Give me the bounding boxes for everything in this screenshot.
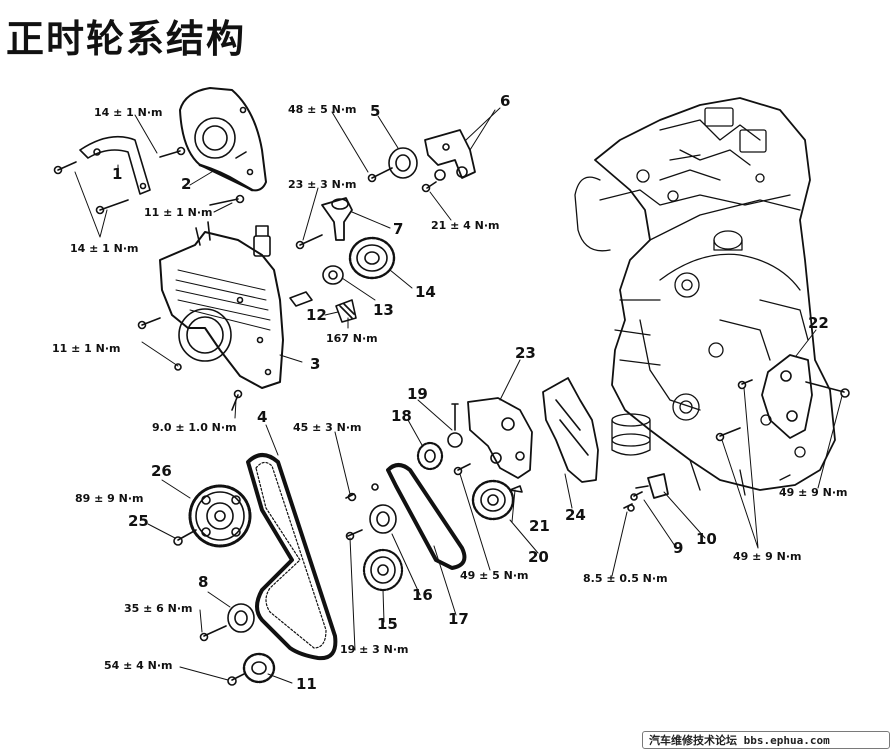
torque-label: 45 ± 3 N·m: [293, 421, 362, 434]
part-number: 6: [500, 92, 511, 110]
bolt-49-5: [457, 463, 471, 471]
bolt-12: [289, 291, 313, 307]
part-5-idler: [388, 147, 418, 179]
part-number: 1: [112, 165, 123, 183]
part-number: 16: [412, 586, 433, 604]
torque-label: 48 ± 5 N·m: [288, 103, 357, 116]
part-16-idler: [369, 504, 397, 534]
part-14-sprocket: [348, 236, 396, 280]
part-number: 7: [393, 220, 404, 238]
part-number: 13: [373, 301, 394, 319]
part-number: 5: [370, 102, 381, 120]
part-6-tensioner-bracket: [424, 109, 496, 181]
part-13-washer: [322, 265, 344, 285]
torque-label: 167 N·m: [326, 332, 378, 345]
part-number: 25: [128, 512, 149, 530]
part-10-sensor: [635, 473, 669, 499]
torque-label: 49 ± 5 N·m: [460, 569, 529, 582]
bolt-35: [203, 625, 227, 637]
watermark-banner: 汽车维修技术论坛 bbs.ephua.com: [642, 731, 890, 749]
torque-label: 89 ± 9 N·m: [75, 492, 144, 505]
bolt-54: [231, 673, 245, 681]
torque-label: 11 ± 1 N·m: [144, 206, 213, 219]
torque-label: 35 ± 6 N·m: [124, 602, 193, 615]
part-21-key: [509, 485, 523, 493]
part-number: 3: [310, 355, 321, 373]
torque-label: 11 ± 1 N·m: [52, 342, 121, 355]
leader-11-b: [141, 341, 179, 367]
torque-label: 49 ± 9 N·m: [733, 550, 802, 563]
part-number: 2: [181, 175, 192, 193]
part-18-sprocket: [416, 441, 444, 471]
part-17-balancer-belt: [386, 463, 467, 570]
leader-lines: [74, 107, 843, 684]
part-number: 26: [151, 462, 172, 480]
part-1-bracket: [79, 135, 151, 195]
bolts-part-1: [53, 146, 186, 215]
part-number: 10: [696, 530, 717, 548]
part-2-upper-cover: [179, 87, 267, 192]
part-8-idler: [227, 603, 255, 633]
part-number: 9: [673, 539, 684, 557]
bolt-21-4: [426, 181, 437, 189]
part-22-mount: [761, 354, 813, 439]
part-number: 21: [529, 517, 550, 535]
bolt-19-3: [347, 529, 363, 537]
bolt-45: [345, 493, 355, 499]
part-number: 24: [565, 506, 586, 524]
torque-label: 54 ± 4 N·m: [104, 659, 173, 672]
part-3-lower-cover: [159, 221, 284, 389]
bolt-22: [805, 381, 845, 393]
torque-label: 21 ± 4 N·m: [431, 219, 500, 232]
page-title: 正时轮系结构: [6, 17, 247, 61]
part-number: 12: [306, 306, 327, 324]
torque-label: 14 ± 1 N·m: [70, 242, 139, 255]
part-24-plate: [542, 377, 599, 483]
torque-label: 8.5 ± 0.5 N·m: [583, 572, 668, 585]
bolt-49-9-b: [741, 379, 753, 385]
part-number: 17: [448, 610, 469, 628]
part-number: 11: [296, 675, 317, 693]
part-19-spacer: [447, 403, 463, 448]
part-number: 4: [257, 408, 268, 426]
bolt-11-a: [209, 198, 239, 206]
part-26-cam-gear: [188, 484, 252, 548]
torque-label: 23 ± 3 N·m: [288, 178, 357, 191]
part-number: 19: [407, 385, 428, 403]
part-number: 23: [515, 344, 536, 362]
part-4-timing-belt: [246, 453, 338, 661]
part-20-sprocket: [471, 479, 515, 521]
washer-small: [371, 483, 379, 491]
part-7-tensioner: [321, 197, 353, 241]
part-11-crank-sprocket: [242, 652, 276, 684]
part-number: 22: [808, 314, 829, 332]
part-23-housing: [467, 397, 533, 479]
part-12-spring: [335, 299, 357, 323]
torque-label: 9.0 ± 1.0 N·m: [152, 421, 237, 434]
torque-label: 14 ± 1 N·m: [94, 106, 163, 119]
torque-label: 19 ± 3 N·m: [340, 643, 409, 656]
part-number: 15: [377, 615, 398, 633]
screw-11-b: [174, 363, 182, 371]
part-number: 8: [198, 573, 209, 591]
engine-block: [574, 97, 836, 496]
part-number: 14: [415, 283, 436, 301]
part-number: 20: [528, 548, 549, 566]
part-9-bolt: [633, 491, 643, 497]
torque-label: 49 ± 9 N·m: [779, 486, 848, 499]
part-15-pulley: [362, 548, 404, 592]
part-number: 18: [391, 407, 412, 425]
